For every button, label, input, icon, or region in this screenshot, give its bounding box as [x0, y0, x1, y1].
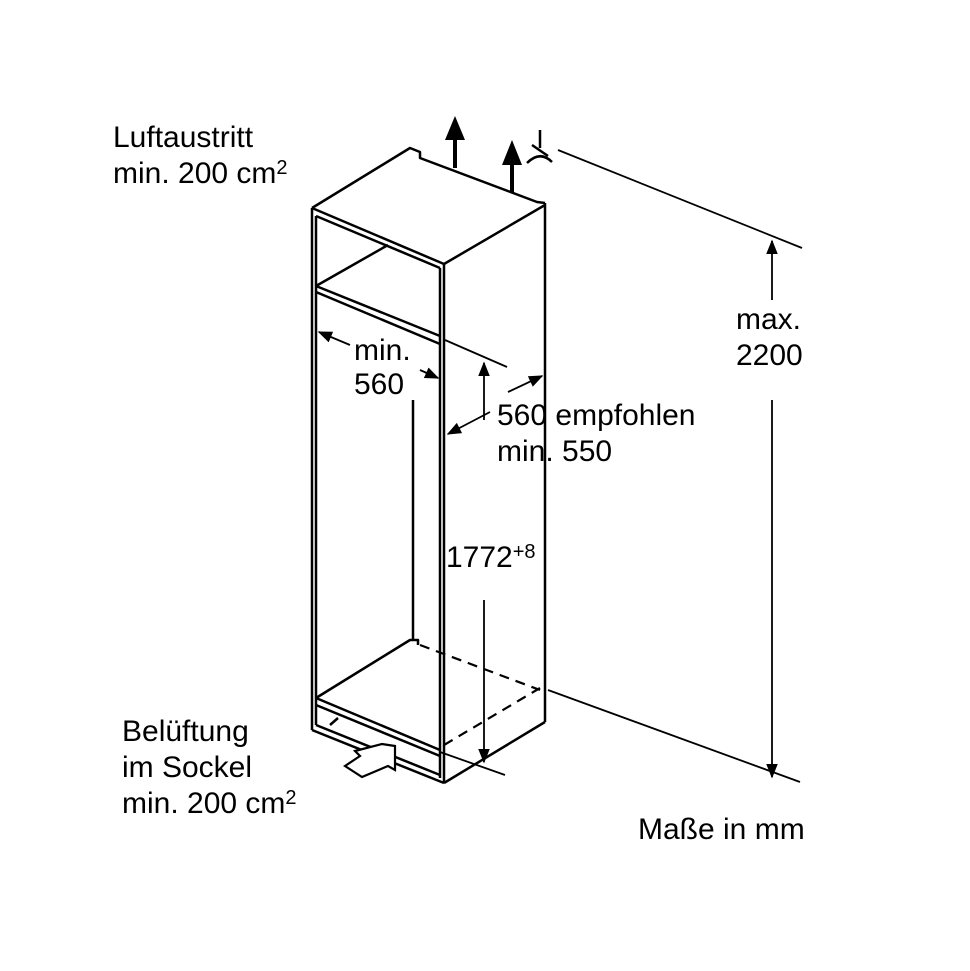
width-arrow-right: [419, 367, 440, 379]
air-outlet-exponent: 2: [276, 157, 288, 179]
hidden-edges: [419, 643, 541, 746]
air-outlet-arrows: [445, 116, 522, 192]
depth-dimension-label: 560 empfohlen min. 550: [497, 398, 696, 470]
dimension-lines: [317, 149, 803, 783]
depth-arrow-right: [507, 375, 544, 393]
niche-height-tolerance: +8: [512, 541, 536, 563]
air-outlet-amount: min. 200 cm: [113, 157, 277, 190]
plinth-exponent: 2: [285, 787, 297, 809]
niche-height-label: 1772+8: [446, 540, 536, 576]
extension-line: [557, 149, 803, 249]
width-dimension-label: min. 560: [354, 334, 411, 402]
niche-height-value: 1772: [446, 541, 513, 574]
plinth-value: min. 200 cm2: [122, 786, 297, 822]
width-arrow-left: [317, 331, 351, 346]
depth-arrow-left: [446, 411, 491, 435]
max-height-value: 2200: [736, 339, 803, 372]
extension-line: [444, 339, 508, 368]
air-outlet-label: Luftaustritt min. 200 cm2: [113, 120, 288, 192]
max-text: max.: [736, 303, 802, 336]
extension-line: [439, 751, 506, 776]
plinth-title: Belüftung: [122, 715, 249, 748]
width-value: 560: [354, 368, 405, 401]
tolerance-symbol-icon: [526, 130, 553, 164]
depth-min: min. 550: [497, 435, 613, 468]
units-label: Maße in mm: [638, 813, 805, 846]
extension-line: [547, 689, 801, 783]
plinth-ventilation-label: Belüftung im Sockel min. 200 cm2: [122, 714, 297, 822]
plinth-ventilation-arrow-icon: [342, 742, 397, 779]
plinth-amount: min. 200 cm: [122, 787, 286, 820]
width-min-text: min.: [354, 334, 411, 367]
plinth-subtitle: im Sockel: [122, 751, 253, 784]
air-outlet-title: Luftaustritt: [113, 121, 254, 154]
depth-recommended: 560 empfohlen: [497, 399, 696, 432]
max-height-label: max. 2200: [736, 302, 803, 374]
air-outlet-value: min. 200 cm2: [113, 156, 288, 192]
